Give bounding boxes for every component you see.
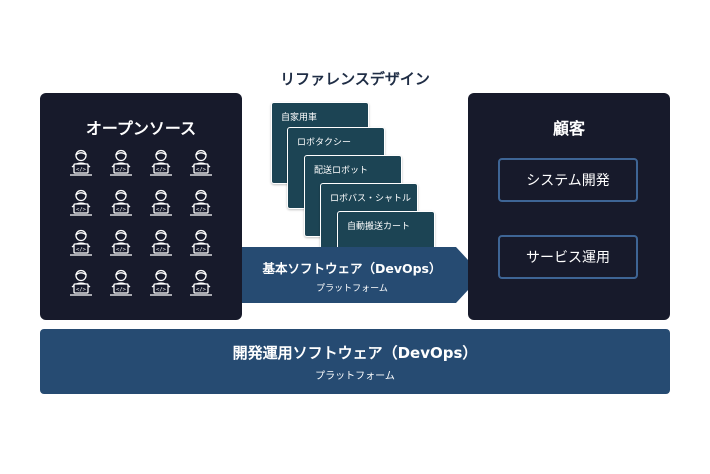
open-source-panel: オープンソース </> </> </> </> </> </> </> </> </> </> </… xyxy=(40,93,242,320)
svg-text:</>: </> xyxy=(156,247,167,253)
card-label: 自動搬送カート xyxy=(347,222,411,232)
svg-text:</>: </> xyxy=(116,207,127,213)
svg-text:</>: </> xyxy=(116,167,127,173)
developer-icon: </> xyxy=(106,228,136,258)
svg-text:</>: </> xyxy=(116,287,127,293)
svg-text:</>: </> xyxy=(76,207,87,213)
base-software-arrow xyxy=(242,247,482,303)
svg-text:</>: </> xyxy=(156,287,167,293)
svg-text:</>: </> xyxy=(76,287,87,293)
svg-text:</>: </> xyxy=(156,207,167,213)
developer-icon: </> xyxy=(186,268,216,298)
card-label: 自家用車 xyxy=(281,113,318,123)
developer-icon: </> xyxy=(186,148,216,178)
developer-icon: </> xyxy=(146,268,176,298)
developer-icon: </> xyxy=(66,148,96,178)
svg-text:</>: </> xyxy=(76,167,87,173)
base-software-subtitle: プラットフォーム xyxy=(316,284,388,294)
svg-text:</>: </> xyxy=(196,287,207,293)
base-software-title: 基本ソフトウェア（DevOps） xyxy=(262,261,442,276)
devops-platform-bar: 開発運用ソフトウェア（DevOps） プラットフォーム xyxy=(40,329,670,394)
developer-icon: </> xyxy=(106,188,136,218)
developer-icon: </> xyxy=(66,228,96,258)
svg-text:</>: </> xyxy=(156,167,167,173)
svg-text:</>: </> xyxy=(196,167,207,173)
card-label: ロボバス・シャトル xyxy=(330,194,412,204)
customer-title: 顧客 xyxy=(552,119,585,138)
developer-icon: </> xyxy=(146,188,176,218)
developer-icon: </> xyxy=(106,268,136,298)
card-label: 配送ロボット xyxy=(314,166,369,176)
developer-icon: </> xyxy=(66,268,96,298)
customer-panel: 顧客 システム開発 サービス運用 xyxy=(468,93,670,320)
svg-text:</>: </> xyxy=(116,247,127,253)
reference-design-title: リファレンスデザイン xyxy=(280,70,430,88)
developer-icon: </> xyxy=(106,148,136,178)
developer-icon: </> xyxy=(186,188,216,218)
developer-icon: </> xyxy=(146,148,176,178)
devops-platform-title: 開発運用ソフトウェア（DevOps） xyxy=(232,344,478,362)
svg-text:</>: </> xyxy=(196,247,207,253)
card-label: ロボタクシー xyxy=(297,138,352,148)
customer-system-development: システム開発 xyxy=(498,158,638,202)
open-source-title: オープンソース xyxy=(85,119,197,138)
customer-service-operation: サービス運用 xyxy=(498,235,638,279)
developer-icon: </> xyxy=(146,228,176,258)
developer-icon: </> xyxy=(186,228,216,258)
devops-platform-subtitle: プラットフォーム xyxy=(315,371,395,382)
svg-text:</>: </> xyxy=(76,247,87,253)
svg-text:</>: </> xyxy=(196,207,207,213)
developer-icon: </> xyxy=(66,188,96,218)
